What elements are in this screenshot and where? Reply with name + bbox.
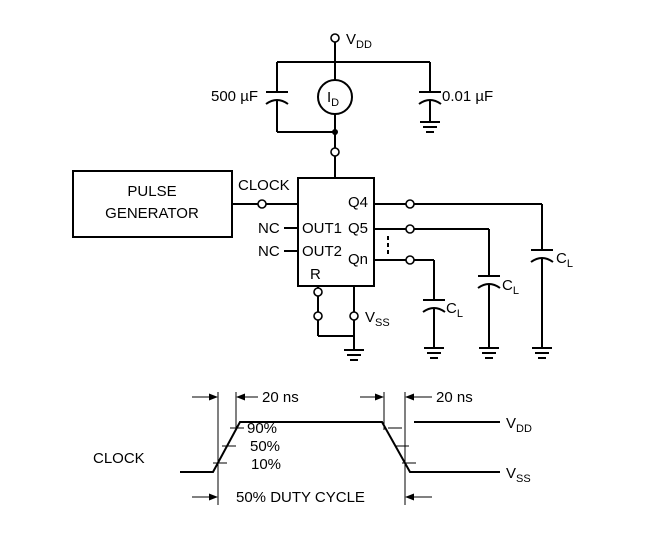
- load-capacitor-qn: CL: [414, 259, 463, 359]
- vss-terminal: [349, 311, 359, 321]
- bypass-capacitor-001uf: 0.01 µF: [418, 62, 493, 133]
- duty-cycle-label: 50% DUTY CYCLE: [236, 489, 365, 506]
- current-meter-label: ID: [327, 89, 339, 109]
- load-capacitor-q5: CL: [414, 228, 519, 359]
- load-cap-qn-label: CL: [446, 300, 463, 320]
- fall-time-label: 20 ns: [436, 389, 473, 406]
- pin-qn-label: Qn: [348, 251, 368, 268]
- cap-001uf-label: 0.01 µF: [442, 88, 493, 105]
- q5-output-node: [405, 224, 415, 234]
- q4-output-node: [405, 199, 415, 209]
- pulse-generator-line2: GENERATOR: [105, 205, 199, 222]
- current-meter: ID: [317, 62, 353, 178]
- supply-network: VDD 500 µF ID: [211, 31, 493, 178]
- pin-q5-label: Q5: [348, 220, 368, 237]
- bypass-capacitor-500uf: 500 µF: [211, 62, 289, 132]
- level-90-label: 90%: [247, 420, 277, 437]
- vss-pin-label: VSS: [365, 309, 390, 329]
- vdd-label: VDD: [346, 31, 372, 51]
- device-under-test: Q4 Q5 Qn OUT1 OUT2 R NC NC VSS: [258, 177, 415, 361]
- rise-time-label: 20 ns: [262, 389, 299, 406]
- pulse-generator: PULSE GENERATOR CLOCK: [72, 170, 298, 238]
- load-cap-q4-label: CL: [556, 250, 573, 270]
- vdd-pin-node: [330, 147, 340, 157]
- nc-label-out2: NC: [258, 243, 280, 260]
- level-50-label: 50%: [250, 438, 280, 455]
- timing-diagram: 20 ns 20 ns 50% DUTY CYCLE 90% 50% 10% C…: [93, 389, 532, 506]
- vdd-terminal: [330, 33, 340, 43]
- load-capacitor-q4: CL: [414, 203, 573, 359]
- pulse-generator-line1: PULSE: [127, 183, 176, 200]
- timing-vss-label: VSS: [506, 465, 531, 485]
- pin-out1-label: OUT1: [302, 220, 342, 237]
- clock-waveform: [180, 421, 500, 473]
- clock-input-label: CLOCK: [238, 177, 290, 194]
- pin-out2-label: OUT2: [302, 243, 342, 260]
- load-cap-q5-label: CL: [502, 277, 519, 297]
- timing-clock-label: CLOCK: [93, 450, 145, 467]
- pin-q4-label: Q4: [348, 194, 368, 211]
- timing-vdd-label: VDD: [506, 415, 532, 435]
- cap-500uf-label: 500 µF: [211, 88, 258, 105]
- clock-input-node: [257, 199, 267, 209]
- level-10-label: 10%: [251, 456, 281, 473]
- qn-output-node: [405, 255, 415, 265]
- nc-label-out1: NC: [258, 220, 280, 237]
- pin-r-label: R: [310, 266, 321, 283]
